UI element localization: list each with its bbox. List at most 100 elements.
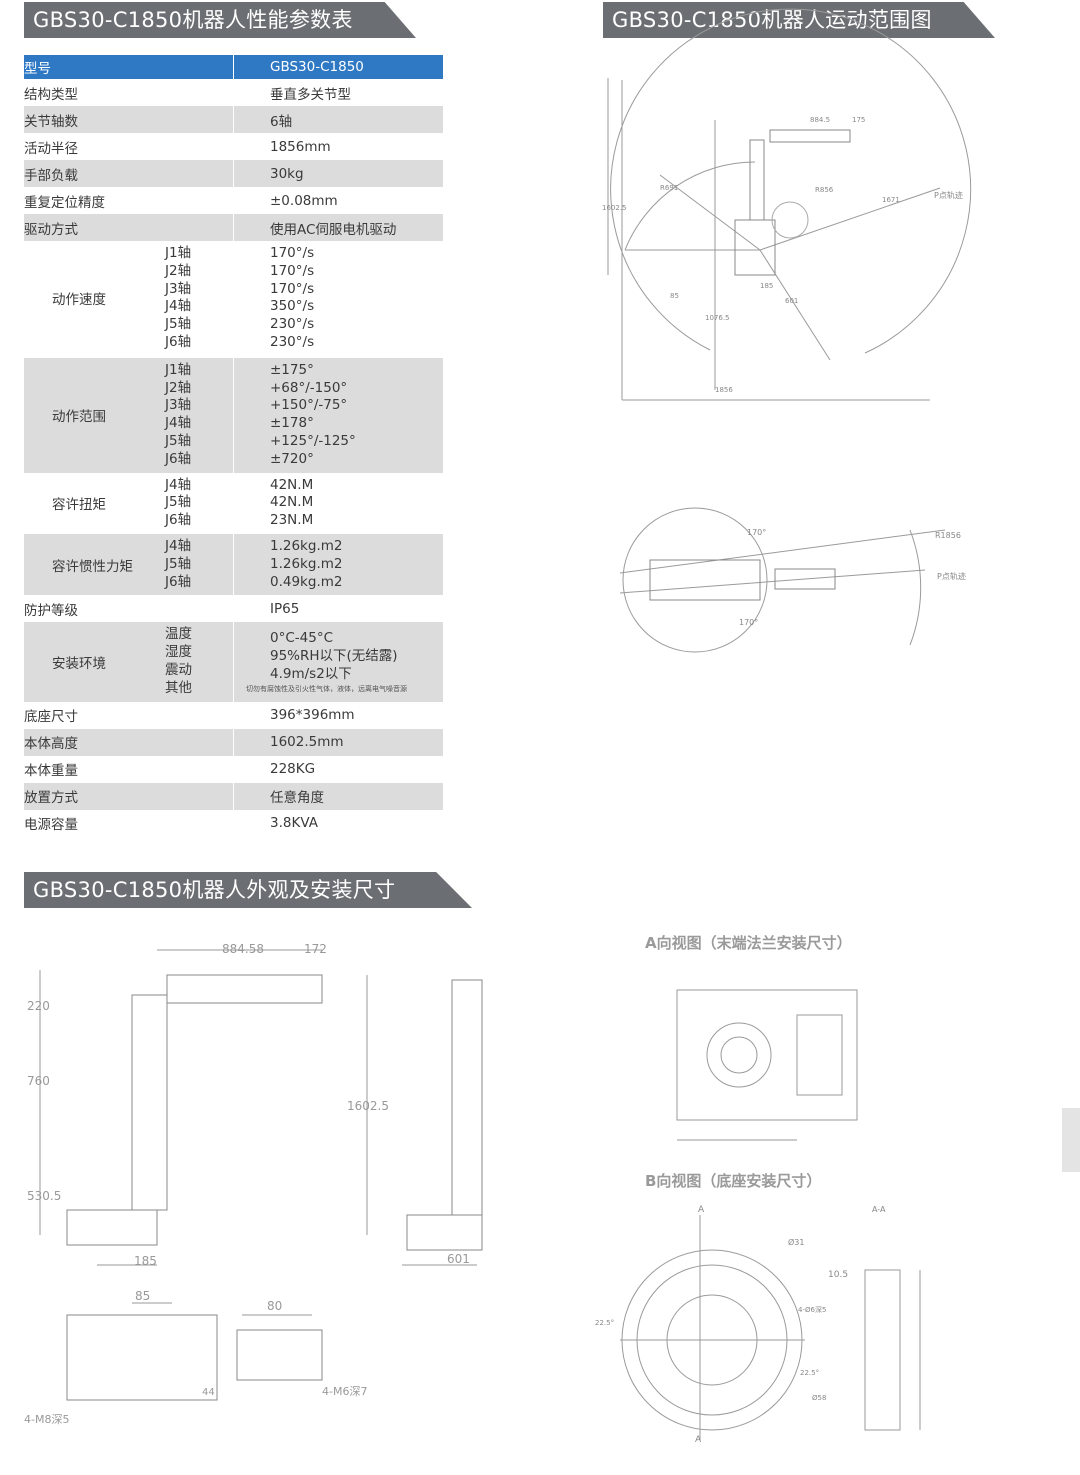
- param-name: 底座尺寸: [24, 709, 78, 726]
- axis-label: J6轴: [165, 573, 192, 590]
- motion-range-title: GBS30-C1850机器人运动范围图: [603, 2, 995, 38]
- dimensions-title: GBS30-C1850机器人外观及安装尺寸: [24, 872, 472, 908]
- param-name: 结构类型: [24, 86, 78, 103]
- param-name: 动作范围: [52, 409, 106, 426]
- robot-forearm-side: [166, 974, 323, 1004]
- param-value: 使用AC伺服电机驱动: [233, 214, 443, 241]
- dim-label: 10.5: [828, 1270, 848, 1280]
- dim-label: R856: [815, 186, 834, 194]
- robot-base-front: [406, 1214, 483, 1251]
- axis-label: J2轴: [165, 262, 192, 279]
- param-name: 电源容量: [24, 817, 78, 834]
- robot-base: [734, 219, 776, 276]
- dim-label: 760: [27, 1074, 50, 1088]
- dim-label: 530.5: [27, 1189, 61, 1203]
- dim-label: 1671: [882, 196, 900, 204]
- axis-label: J1轴: [165, 245, 192, 261]
- dim-label: 884.58: [222, 942, 264, 956]
- axis-label: J3轴: [165, 397, 192, 414]
- table-row: 本体重量 228KG: [24, 755, 443, 783]
- param-value: 1856mm: [233, 133, 443, 160]
- top-range-drawing: R1856 P点轨迹 170° 170°: [619, 507, 966, 653]
- dim-label: 1856: [715, 386, 733, 394]
- flange-inner: [720, 1036, 758, 1074]
- spec-table-title: GBS30-C1850机器人性能参数表: [24, 2, 416, 38]
- dim-label: 4-Ø6深5: [798, 1305, 826, 1314]
- axis-label: J5轴: [165, 494, 192, 511]
- param-value: 1602.5mm: [233, 728, 443, 756]
- env-label: 震动: [165, 661, 192, 678]
- radius-line: [619, 569, 926, 594]
- table-header-row: 型号 GBS30-C1850: [24, 55, 443, 79]
- inner-envelope: [624, 161, 756, 251]
- param-name: 放置方式: [24, 782, 234, 810]
- robot-top-arm: [236, 1329, 323, 1381]
- table-row: 活动半径 1856mm: [24, 133, 443, 160]
- radius-line: [659, 174, 761, 251]
- angle-label: 170°: [739, 618, 758, 627]
- dim-label: 220: [27, 999, 50, 1013]
- param-value: +150°/-75°: [270, 397, 348, 414]
- param-value: 95%RH以下(无结露): [270, 648, 398, 665]
- param-value: 1.26kg.m2: [270, 537, 343, 554]
- param-value-other: 切勿有腐蚀性及引火性气体，液体，远离电气噪音源: [246, 684, 407, 693]
- param-name: 本体高度: [24, 728, 234, 756]
- param-name: 手部负载: [24, 160, 234, 187]
- param-name: 本体重量: [24, 763, 78, 780]
- param-value: 170°/s: [270, 262, 315, 279]
- table-row-environment: 安装环境 温度 湿度 震动 其他 0°C-45°C 95%RH以下(无结露) 4…: [24, 622, 443, 702]
- table-row: 重复定位精度 ±0.08mm: [24, 187, 443, 214]
- base-section: [864, 1269, 901, 1431]
- radius-line: [619, 529, 946, 574]
- axis-label: J6轴: [165, 450, 192, 467]
- view-a-drawing: [676, 989, 858, 1141]
- param-value: ±720°: [270, 450, 314, 467]
- table-row-inertia: 容许惯性力矩 J4轴 J5轴 J6轴 1.26kg.m2 1.26kg.m2 0…: [24, 533, 443, 596]
- angle-label: 22.5°: [800, 1369, 819, 1377]
- param-name: 安装环境: [52, 655, 106, 672]
- env-label: 温度: [165, 626, 192, 643]
- param-value: 230°/s: [270, 316, 315, 333]
- table-row: 电源容量 3.8KVA: [24, 809, 443, 837]
- robot-body-top: [649, 559, 761, 601]
- flange-outline: [676, 989, 858, 1121]
- view-b-title: B向视图（底座安装尺寸）: [645, 1172, 822, 1190]
- flange-side: [796, 1014, 843, 1096]
- param-name: 驱动方式: [24, 214, 234, 241]
- section-label: A: [695, 1435, 702, 1445]
- param-value: 4.9m/s2以下: [270, 665, 352, 682]
- section-label: A-A: [872, 1205, 886, 1214]
- dim-label: 175: [852, 116, 865, 124]
- axis-label: J6轴: [165, 333, 192, 350]
- view-a-title: A向视图（末端法兰安装尺寸）: [645, 934, 852, 952]
- axis-label: J2轴: [165, 379, 192, 396]
- dim-label: 85: [135, 1289, 150, 1303]
- axis-label: J6轴: [165, 512, 192, 529]
- dim-label: R1856: [935, 531, 961, 540]
- param-value: 6轴: [233, 106, 443, 133]
- dim-label: 4-M6深7: [322, 1385, 367, 1398]
- param-name: 重复定位精度: [24, 194, 105, 211]
- spec-table: 型号 GBS30-C1850 结构类型 垂直多关节型 关节轴数 6轴 活动半径 …: [24, 55, 443, 837]
- dim-label: 172: [304, 942, 327, 956]
- axis-label: J4轴: [165, 298, 192, 315]
- base-circle: [622, 507, 768, 653]
- radius-line: [759, 249, 831, 361]
- dim-label: 185: [760, 282, 773, 290]
- axis-label: J5轴: [165, 432, 192, 449]
- dim-label: R691: [660, 184, 678, 192]
- scroll-handle[interactable]: [1062, 1108, 1080, 1172]
- model-value: GBS30-C1850: [233, 55, 443, 79]
- param-name: 容许扭矩: [52, 497, 106, 514]
- dim-label: 44: [202, 1387, 215, 1398]
- axis-label: J5轴: [165, 316, 192, 333]
- param-value: 任意角度: [233, 782, 443, 810]
- param-value: 170°/s: [270, 245, 315, 261]
- param-value: 0°C-45°C: [270, 630, 333, 647]
- dim-label: 601: [447, 1252, 470, 1266]
- table-row-torque: 容许扭矩 J4轴 J5轴 J6轴 42N.M 42N.M 23N.M: [24, 472, 443, 534]
- table-row: 手部负载 30kg: [24, 160, 443, 187]
- param-name: 容许惯性力矩: [52, 558, 133, 575]
- dim-label: 185: [134, 1254, 157, 1268]
- robot-base-side: [66, 1209, 158, 1246]
